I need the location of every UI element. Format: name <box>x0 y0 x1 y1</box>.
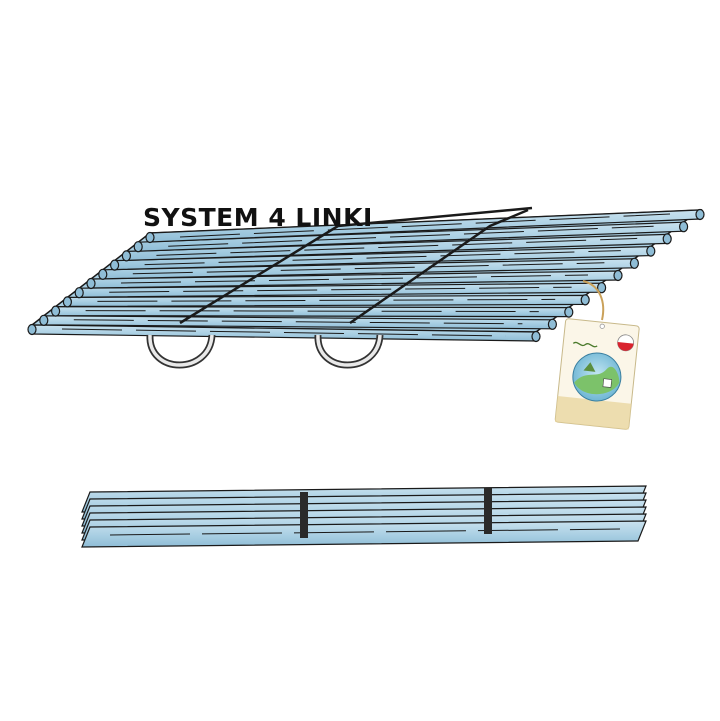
canopy-fold <box>27 323 541 343</box>
system-caption: SYSTEM 4 LINKI <box>143 203 373 232</box>
hang-tag-icon <box>554 318 640 430</box>
folded-canopy-icon <box>81 485 647 548</box>
stack-clip <box>300 492 308 538</box>
ring-icon <box>146 334 216 369</box>
canopy-fold <box>86 269 623 290</box>
canopy-fold <box>98 257 640 280</box>
open-canopy <box>27 206 705 369</box>
stack-layer <box>81 520 647 548</box>
canopy-fold <box>133 221 689 253</box>
poland-flag-icon <box>617 334 635 352</box>
canopy-fold <box>121 233 672 262</box>
ring-icon <box>314 334 384 369</box>
stack-clip <box>484 488 492 534</box>
canopy-fold <box>109 245 656 271</box>
canopy-fold <box>39 314 558 330</box>
canopy-fold <box>50 305 574 318</box>
canopy-fold <box>145 208 705 244</box>
tag-string <box>582 280 605 321</box>
canopy-fold <box>74 282 607 299</box>
canopy-fold <box>62 294 590 308</box>
